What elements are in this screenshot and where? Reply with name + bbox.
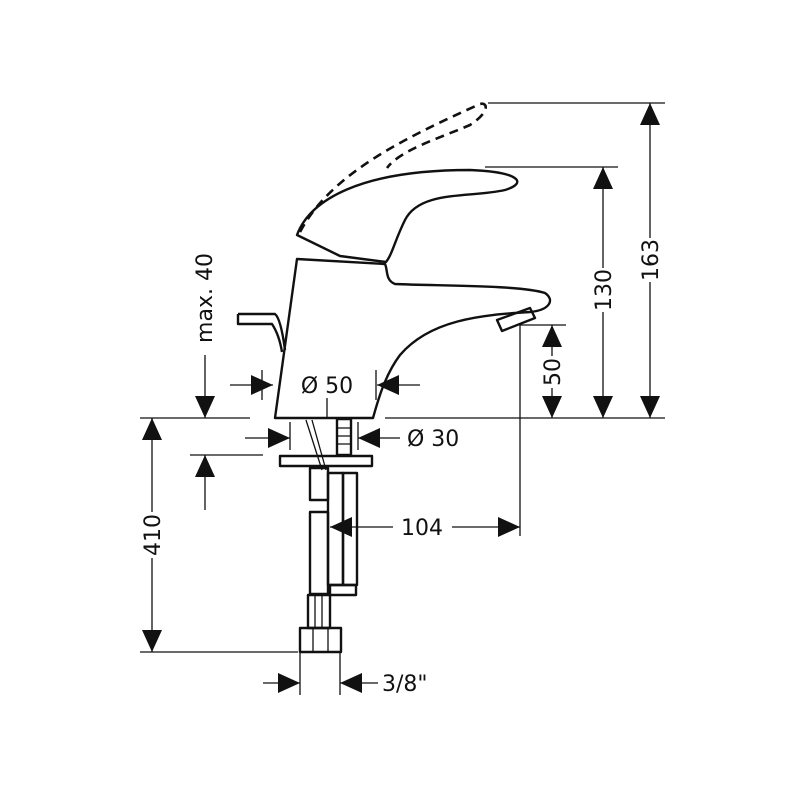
faucet-body: [236, 102, 552, 420]
lever-handle: [295, 168, 519, 264]
dimension-104: 104: [330, 516, 520, 541]
label-diameter-30: Ø 30: [407, 427, 459, 452]
label-max-40: max. 40: [193, 253, 218, 343]
popup-rod: [236, 312, 287, 353]
label-163: 163: [639, 239, 664, 281]
dimension-max-40: max. 40: [193, 253, 218, 510]
label-130: 130: [592, 269, 617, 311]
dimension-130: 130: [591, 167, 617, 418]
dimension-163: 163: [638, 103, 664, 418]
dimension-3-8-inch: 3/8": [263, 672, 428, 697]
dimension-50: 50: [540, 325, 566, 418]
label-410: 410: [141, 514, 166, 556]
aerator: [495, 306, 537, 333]
dimension-diameter-30: Ø 30: [245, 427, 459, 452]
label-50: 50: [541, 358, 566, 386]
label-diameter-50: Ø 50: [301, 374, 353, 399]
under-deck-assembly: [278, 417, 374, 654]
label-104: 104: [401, 516, 443, 541]
dimension-410: 410: [140, 418, 166, 652]
dimension-diameter-50: Ø 50: [230, 374, 420, 399]
mixer-body: [273, 257, 552, 420]
label-3-8-inch: 3/8": [382, 672, 428, 697]
reference-lines: [140, 102, 665, 695]
raised-lever-dashed: [298, 102, 487, 233]
